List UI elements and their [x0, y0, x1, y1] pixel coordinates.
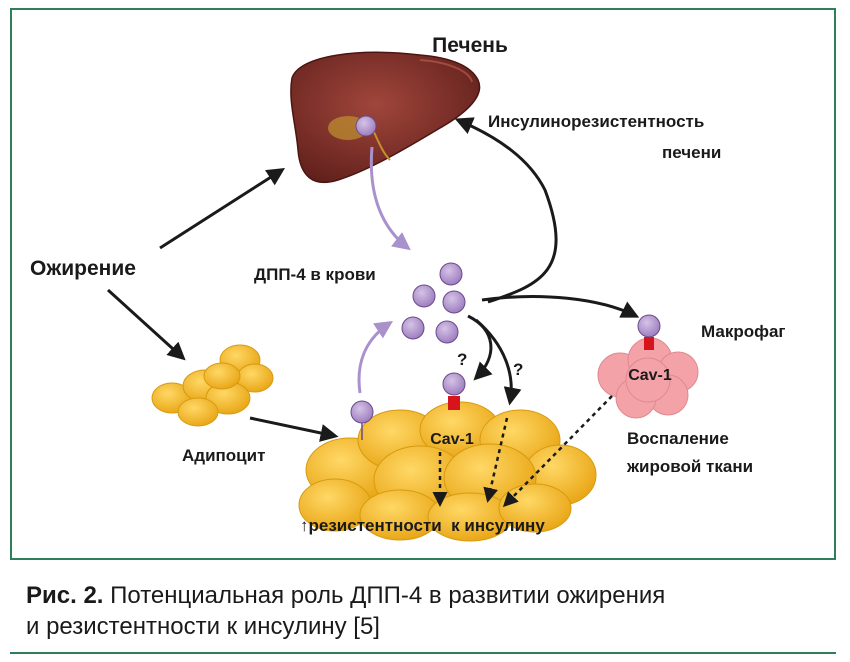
dpp4-diagram: Печень Инсулинорезистентность печени Ожи…: [30, 34, 786, 542]
question-mark-2: ?: [513, 360, 523, 379]
figure-frame: [10, 8, 836, 560]
arrows: [106, 117, 640, 508]
caption-line-2: и резистентности к инсулину [5]: [26, 613, 380, 640]
liver-to-blood-arrow: [369, 146, 411, 251]
inflammation-label-1: Воспаление: [627, 429, 729, 448]
adipocyte-to-tissue-arrow: [249, 416, 339, 442]
macrophage-icon: [597, 337, 699, 419]
caption-text-1: Потенциальная роль ДПП-4 в развитии ожир…: [103, 582, 666, 609]
blood-to-liver-ir-arrow: [454, 117, 558, 304]
dpp4-blood-molecules: [401, 262, 466, 344]
dpp4-blood-label: ДПП-4 в крови: [254, 265, 376, 284]
blood-to-tissue-arrow: [475, 318, 522, 406]
insulin-resistance-label: ↑резистентности к инсулину: [300, 516, 545, 535]
liver-icon: [290, 51, 481, 184]
question-mark-1: ?: [457, 350, 467, 369]
adipocyte-label: Адипоцит: [182, 446, 265, 465]
obesity-to-liver-arrow: [159, 168, 286, 250]
inflammation-label-2: жировой ткани: [626, 457, 753, 476]
liver-dpp4-molecule: [355, 115, 377, 137]
blood-to-adipose-receptor-arrow: [467, 314, 493, 381]
figure-number: Рис. 2.: [26, 582, 104, 609]
adipose-cav1-label: Cav-1: [430, 431, 474, 448]
adipocyte-dpp4-molecule: [350, 400, 374, 440]
macrophage-to-resistance-arrow: [502, 395, 613, 508]
figure-caption: Рис. 2. Потенциальная роль ДПП-4 в разви…: [26, 580, 826, 642]
liver-insulin-resistance-label-2: печени: [662, 143, 721, 162]
tissue-to-resistance-arrow: [483, 417, 509, 503]
blood-to-macrophage-arrow: [481, 295, 640, 318]
liver-insulin-resistance-label-1: Инсулинорезистентность: [488, 112, 704, 131]
macrophage-receptor: [637, 314, 661, 350]
obesity-label: Ожирение: [30, 257, 136, 280]
bottom-rule: [10, 652, 836, 654]
adipose-dpp4-receptor: [442, 372, 466, 410]
adipose-tissue-icon: [298, 401, 597, 542]
macrophage-label: Макрофаг: [701, 322, 786, 341]
adipocyte-to-blood-arrow: [357, 321, 394, 394]
macrophage-cav1-label: Cav-1: [628, 367, 672, 384]
liver-label: Печень: [432, 34, 508, 57]
adipocyte-cluster-icon: [151, 344, 274, 427]
caption-line-1: Рис. 2. Потенциальная роль ДПП-4 в разви…: [26, 580, 826, 611]
obesity-to-adipocyte-arrow: [106, 288, 186, 361]
